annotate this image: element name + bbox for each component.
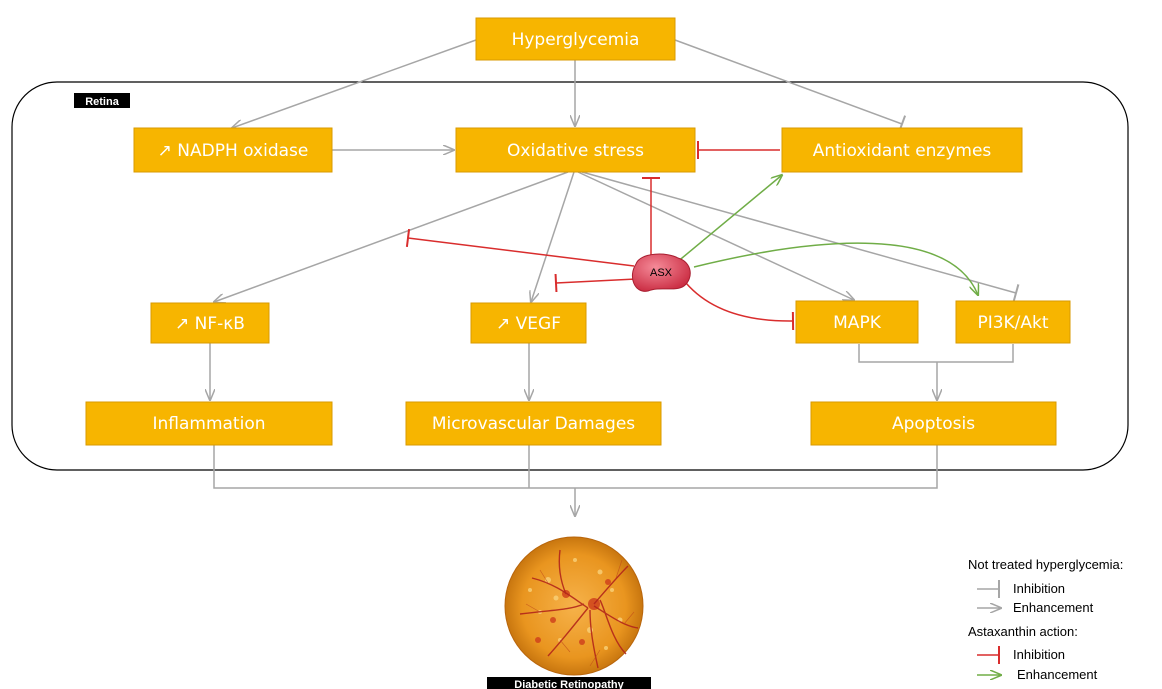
node-hyperglycemia: Hyperglycemia — [475, 17, 676, 61]
svg-text:Oxidative stress: Oxidative stress — [507, 141, 644, 161]
edge-oxidative-pi3k — [581, 171, 1020, 302]
edge-hyper-antioxidant — [674, 39, 907, 133]
legend-untreated-enhancement: Enhancement — [1013, 600, 1094, 615]
edge-oxidative-mapk — [577, 171, 854, 300]
svg-text:Hyperglycemia: Hyperglycemia — [512, 30, 640, 50]
untreated-connectors — [210, 39, 1020, 516]
svg-text:Microvascular Damages: Microvascular Damages — [432, 414, 635, 434]
retinopathy-label-bg — [487, 677, 651, 689]
retina-fundus-image — [504, 536, 644, 676]
legend-untreated-inhibition: Inhibition — [1013, 581, 1065, 596]
svg-text:↗ NF-κB: ↗ NF-κB — [175, 314, 245, 334]
retina-label-bg — [74, 93, 130, 108]
node-inflammation: Inflammation — [85, 401, 333, 446]
edge-oxidative-nfkb — [214, 171, 569, 302]
svg-text:Antioxidant enzymes: Antioxidant enzymes — [813, 141, 992, 161]
asx-label: ASX — [650, 267, 673, 279]
bracket-outcomes — [213, 445, 938, 489]
retina-region — [11, 81, 1129, 471]
edge-asx-vegf — [554, 273, 637, 293]
svg-text:MAPK: MAPK — [833, 313, 882, 333]
edge-oxidative-vegf — [531, 171, 575, 302]
svg-text:PI3K/Akt: PI3K/Akt — [977, 313, 1048, 333]
edge-asx-mapk — [685, 282, 795, 331]
asx-inhibition-connectors — [405, 141, 795, 331]
legend-asx-enhancement: Enhancement — [1017, 667, 1098, 682]
svg-text:↗ NADPH oxidase: ↗ NADPH oxidase — [158, 141, 309, 161]
node-antioxidant-enzymes: Antioxidant enzymes — [781, 127, 1023, 173]
node-microvascular-damages: Microvascular Damages — [405, 401, 662, 446]
asx-enhancement-connectors — [675, 175, 978, 295]
edge-asx-nfkb — [405, 228, 635, 267]
node-nf-kb: ↗ NF-κB — [150, 302, 270, 344]
legend: Not treated hyperglycemia: Inhibition En… — [968, 557, 1123, 682]
legend-untreated-title: Not treated hyperglycemia: — [968, 557, 1123, 572]
node-oxidative-stress: Oxidative stress — [455, 127, 696, 173]
svg-text:Apoptosis: Apoptosis — [892, 414, 975, 434]
asx-agent: ASX — [632, 253, 691, 292]
retina-label: Retina — [85, 96, 120, 108]
legend-asx-inhibition: Inhibition — [1013, 647, 1065, 662]
node-pi3k-akt: PI3K/Akt — [955, 300, 1071, 344]
edge-hyper-nadph — [232, 39, 477, 128]
node-mapk: MAPK — [795, 300, 919, 344]
legend-astaxanthin-title: Astaxanthin action: — [968, 624, 1078, 639]
edge-asx-pi3k — [693, 242, 978, 295]
node-apoptosis: Apoptosis — [810, 401, 1057, 446]
node-vegf: ↗ VEGF — [470, 302, 587, 344]
node-nadph-oxidase: ↗ NADPH oxidase — [133, 127, 333, 173]
retinopathy-label: Diabetic Retinopathy — [514, 679, 624, 689]
svg-text:Inflammation: Inflammation — [152, 414, 265, 434]
bracket-mapk-pi3k — [858, 344, 1014, 363]
edge-asx-antioxidant — [675, 175, 782, 264]
svg-text:↗ VEGF: ↗ VEGF — [496, 314, 561, 334]
